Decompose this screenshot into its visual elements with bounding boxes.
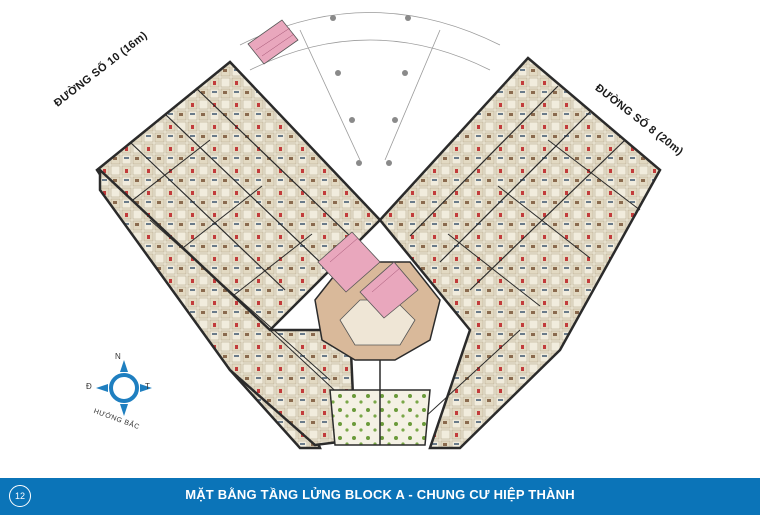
stair-cores	[317, 231, 419, 319]
compass-east-label: T	[145, 382, 150, 391]
courtyard	[329, 360, 431, 446]
entry-ramp	[247, 19, 299, 65]
bollards	[330, 15, 411, 166]
footer-bar: 12 MẶT BẰNG TẦNG LỬNG BLOCK A - CHUNG CƯ…	[0, 478, 760, 515]
compass-north-label: N	[115, 352, 121, 361]
left-lower-wing	[98, 167, 357, 447]
page-title: MẶT BẰNG TẦNG LỬNG BLOCK A - CHUNG CƯ HI…	[185, 487, 575, 502]
compass-west-label: Đ	[86, 382, 92, 391]
page-number: 12	[9, 485, 31, 507]
compass-icon	[96, 360, 152, 416]
floor-plan	[95, 12, 662, 450]
right-wing	[378, 56, 662, 450]
